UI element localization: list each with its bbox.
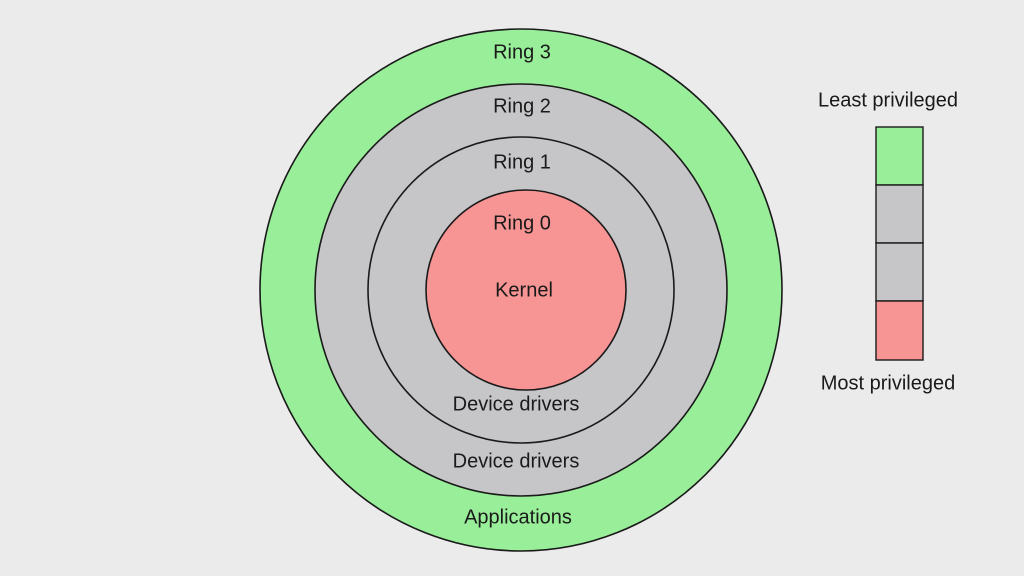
legend-segment-ring-3	[875, 126, 924, 186]
kernel-label: Kernel	[495, 279, 553, 301]
ring-3-label: Ring 3	[493, 41, 551, 63]
ring-1-label: Ring 1	[493, 151, 551, 173]
legend-segment-ring-1	[875, 242, 924, 302]
privilege-legend-bar	[875, 126, 924, 361]
ring-2-content-label: Device drivers	[453, 450, 580, 472]
legend-segment-ring-0	[875, 300, 924, 361]
ring-1-content-label: Device drivers	[453, 393, 580, 415]
least-privileged-label: Least privileged	[818, 89, 958, 111]
most-privileged-label: Most privileged	[821, 372, 956, 394]
legend-segment-ring-2	[875, 184, 924, 244]
ring-0-label: Ring 0	[493, 212, 551, 234]
applications-label: Applications	[464, 506, 572, 528]
ring-2-label: Ring 2	[493, 95, 551, 117]
ring-0-circle	[425, 189, 627, 391]
